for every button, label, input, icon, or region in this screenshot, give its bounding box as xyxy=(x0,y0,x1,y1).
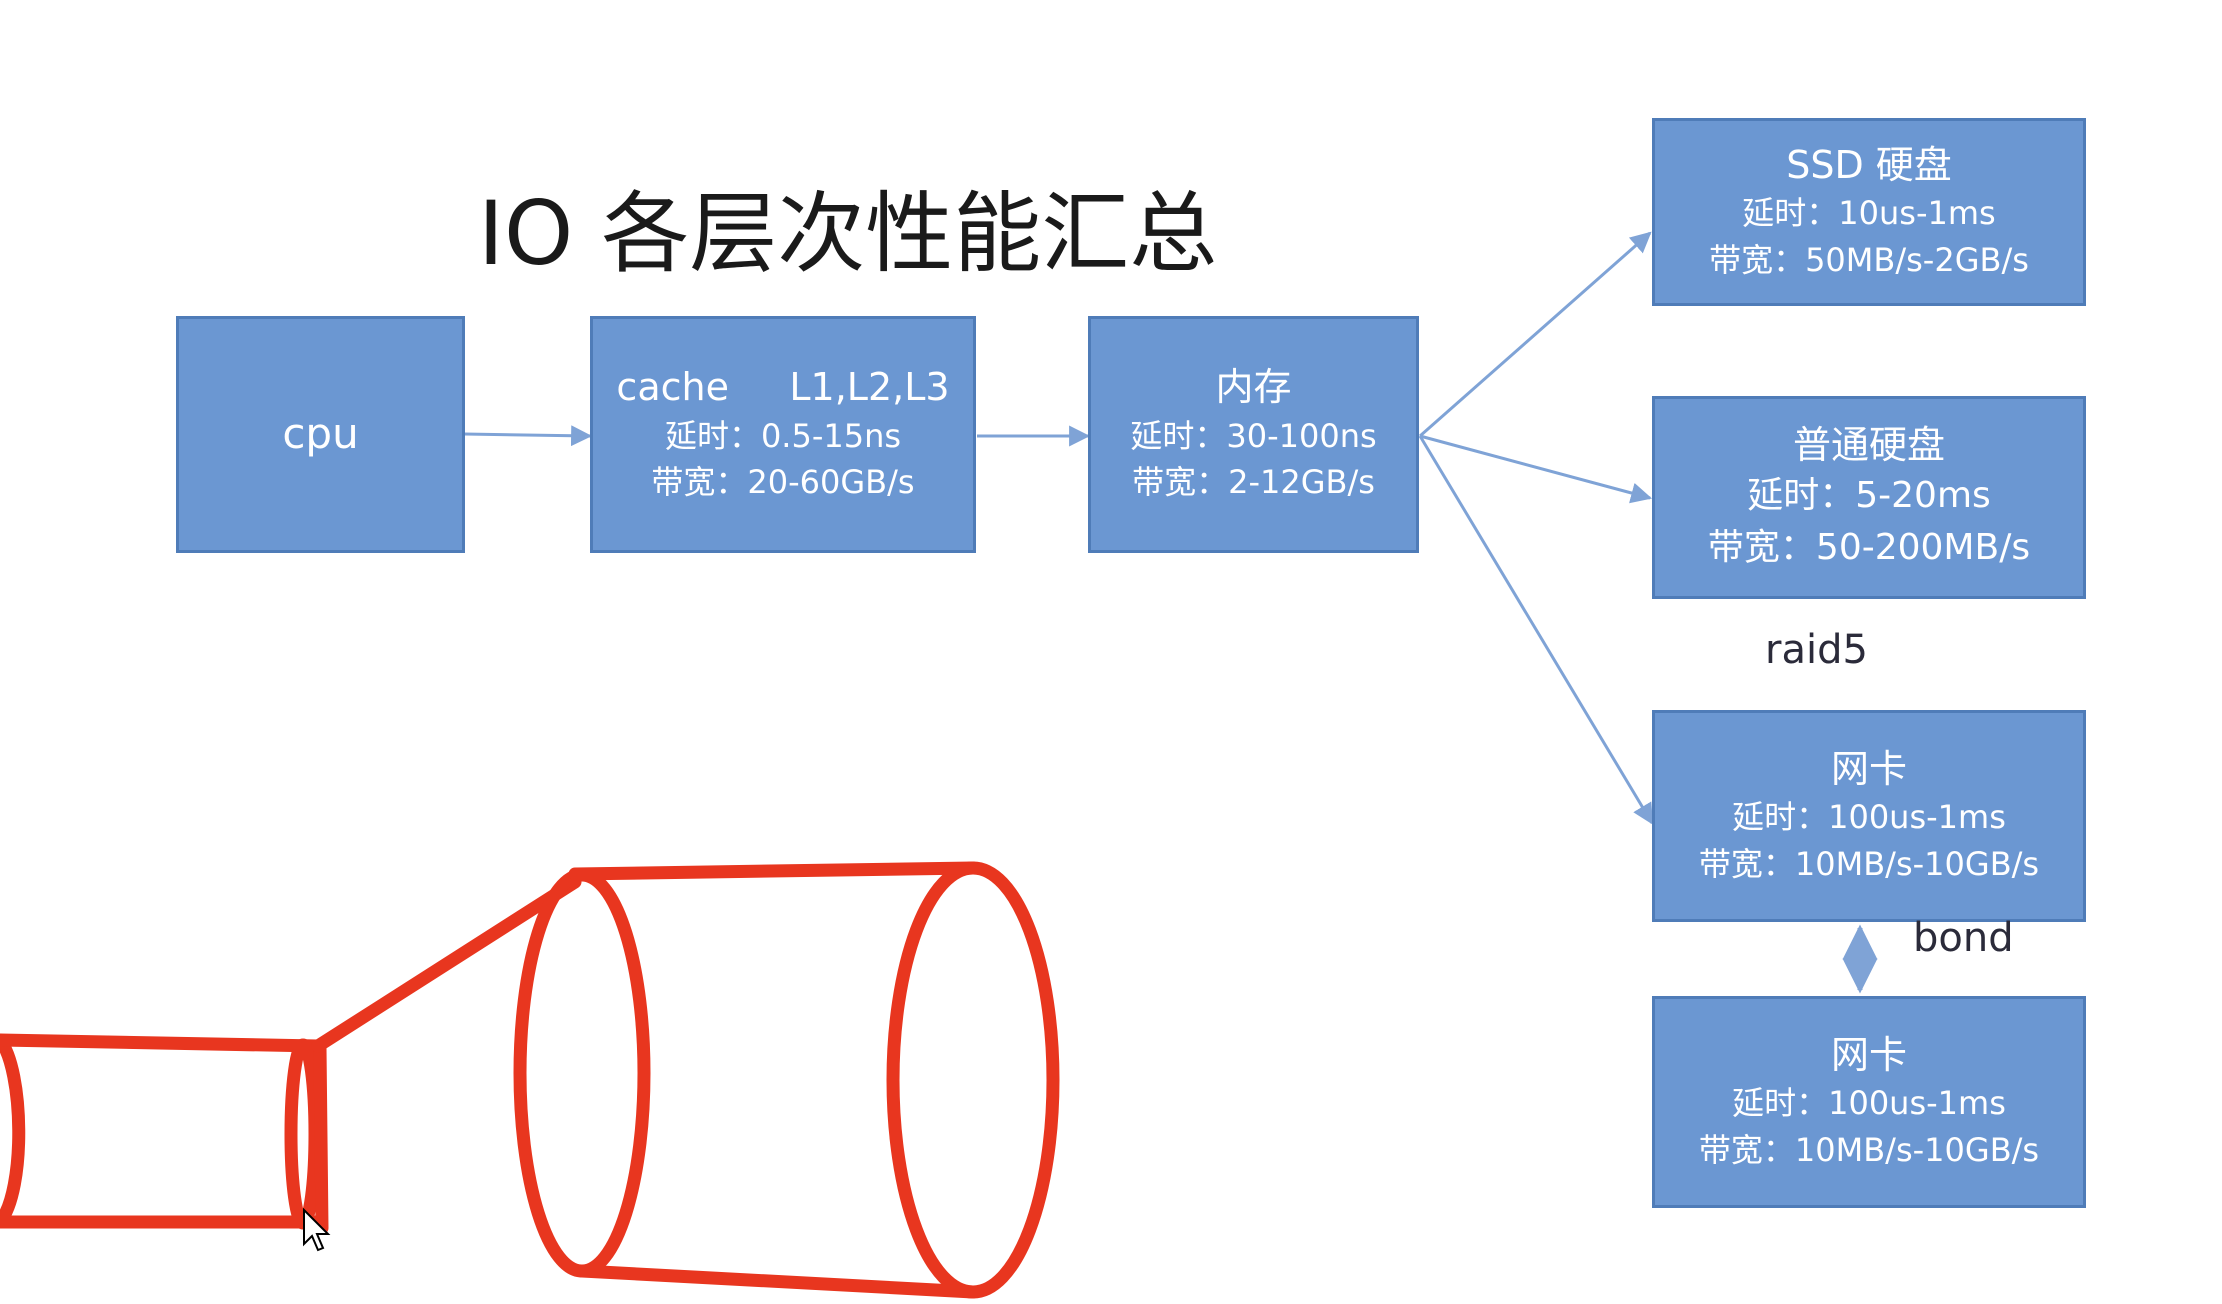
ssd-box-title: SSD 硬盘 xyxy=(1786,142,1952,187)
mouse-cursor-icon xyxy=(303,1208,331,1252)
nic-box-2-title: 网卡 xyxy=(1830,1032,1907,1077)
small-pipe-left-edge xyxy=(0,1033,26,1229)
hdd-box-title: 普通硬盘 xyxy=(1792,422,1945,467)
memory-box-title: 内存 xyxy=(1215,365,1292,410)
nic-box-1: 网卡 延时：100us-1ms 带宽：10MB/s-10GB/s xyxy=(1652,710,2086,922)
ssd-box-bandwidth: 带宽：50MB/s-2GB/s xyxy=(1709,240,2029,279)
hdd-box-bandwidth: 带宽：50-200MB/s xyxy=(1707,527,2031,569)
nic-box-2: 网卡 延时：100us-1ms 带宽：10MB/s-10GB/s xyxy=(1652,996,2086,1208)
big-pipe-back xyxy=(886,861,1060,1299)
big-pipe-top xyxy=(568,861,980,881)
big-pipe-front xyxy=(513,868,651,1278)
memory-box: 内存 延时：30-100ns 带宽：2-12GB/s xyxy=(1088,316,1419,553)
cache-box-title: cache L1,L2,L3 xyxy=(616,365,950,410)
arrow-memory-to-hdd xyxy=(1419,434,1653,504)
pipe-connector xyxy=(311,875,582,1053)
bond-label: bond xyxy=(1913,915,2014,961)
memory-box-latency: 延时：30-100ns xyxy=(1130,416,1377,455)
cache-box: cache L1,L2,L3 延时：0.5-15ns 带宽：20-60GB/s xyxy=(590,316,976,553)
cache-box-bandwidth: 带宽：20-60GB/s xyxy=(651,463,915,502)
arrow-memory-to-nic xyxy=(1418,435,1654,825)
nic-box-2-bandwidth: 带宽：10MB/s-10GB/s xyxy=(1698,1130,2040,1169)
ssd-box: SSD 硬盘 延时：10us-1ms 带宽：50MB/s-2GB/s xyxy=(1652,118,2086,306)
nic-box-2-latency: 延时：100us-1ms xyxy=(1732,1084,2006,1123)
cache-box-latency: 延时：0.5-15ns xyxy=(664,416,902,455)
cpu-box-title: cpu xyxy=(282,409,359,459)
hdd-box: 普通硬盘 延时：5-20ms 带宽：50-200MB/s xyxy=(1652,396,2086,599)
ssd-box-latency: 延时：10us-1ms xyxy=(1742,194,1996,233)
small-pipe-stroke xyxy=(313,1041,329,1235)
memory-box-bandwidth: 带宽：2-12GB/s xyxy=(1132,463,1375,502)
slide-title: IO 各层次性能汇总 xyxy=(478,182,1218,285)
small-pipe-end xyxy=(284,1038,322,1230)
nic-box-1-bandwidth: 带宽：10MB/s-10GB/s xyxy=(1698,844,2040,883)
nic-box-1-latency: 延时：100us-1ms xyxy=(1732,798,2006,837)
hdd-box-latency: 延时：5-20ms xyxy=(1747,475,1991,516)
small-pipe-top xyxy=(0,1033,325,1053)
raid5-label: raid5 xyxy=(1765,627,1868,673)
nic-box-1-title: 网卡 xyxy=(1830,746,1907,791)
arrow-cpu-to-cache xyxy=(463,425,593,447)
big-pipe-bottom xyxy=(575,1264,980,1299)
cpu-box: cpu xyxy=(176,316,465,553)
arrow-memory-to-ssd xyxy=(1419,231,1652,438)
